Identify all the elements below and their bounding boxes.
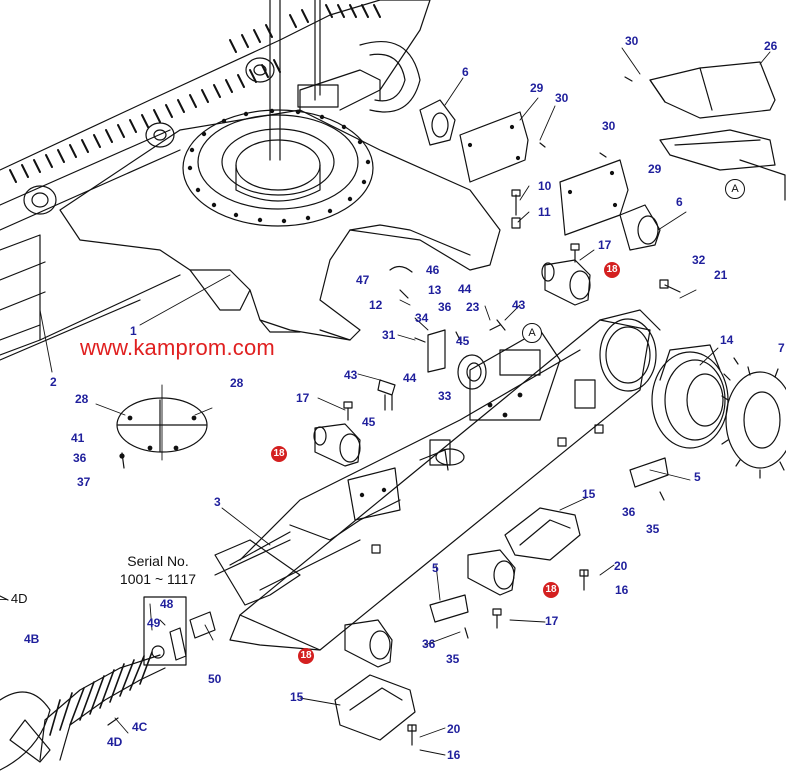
recoil-spring-assembly	[0, 596, 216, 771]
continuation-label: – 4D	[0, 591, 28, 606]
callout-31: 31	[382, 328, 396, 342]
sprocket-7	[721, 357, 786, 479]
final-drive-14	[651, 344, 729, 449]
carrier-roller-right	[541, 259, 591, 306]
callout-10: 10	[538, 179, 552, 193]
part-badge-18-left: 18	[271, 446, 287, 462]
callout-43-left: 43	[344, 368, 358, 382]
track-roller-lower	[467, 549, 516, 596]
cover-29-upper	[459, 111, 546, 183]
callout-37: 37	[77, 475, 91, 489]
callout-4b: 4B	[24, 632, 40, 646]
callout-1: 1	[130, 324, 137, 338]
callout-45-left: 45	[362, 415, 376, 429]
callout-17-upper: 17	[598, 238, 612, 252]
callout-43-upper: 43	[512, 298, 526, 312]
callout-20-upper: 20	[614, 559, 628, 573]
track-frame	[214, 309, 661, 651]
callout-32: 32	[692, 253, 706, 267]
callout-5-right: 5	[694, 470, 701, 484]
callout-7: 7	[778, 341, 785, 355]
bolts	[343, 189, 681, 746]
callout-20-lower: 20	[447, 722, 461, 736]
guard-15-upper	[504, 507, 581, 561]
callout-6-right: 6	[676, 195, 683, 209]
serial-note: Serial No. 1001 ~ 1117	[106, 552, 210, 588]
callout-15-upper: 15	[582, 487, 596, 501]
watermark: www.kamprom.com	[80, 335, 275, 360]
serial-label: Serial No.	[127, 553, 189, 569]
travel-motor-6-right	[619, 204, 661, 251]
callout-44-upper: 44	[458, 282, 472, 296]
callout-23: 23	[466, 300, 480, 314]
callout-34: 34	[415, 311, 429, 325]
continuation-ref: 4D	[10, 591, 28, 606]
callout-50: 50	[208, 672, 222, 686]
callout-26: 26	[764, 39, 778, 53]
callout-28-left: 28	[75, 392, 89, 406]
callout-14: 14	[720, 333, 734, 347]
callout-21: 21	[714, 268, 728, 282]
cover-26	[624, 61, 786, 201]
section-ref-a-lower: A	[522, 323, 542, 343]
callout-46: 46	[426, 263, 440, 277]
continuation-tick	[0, 595, 9, 601]
carrier-roller-left	[313, 423, 361, 467]
callout-11: 11	[538, 205, 551, 219]
callout-30-top: 30	[625, 34, 639, 48]
callout-35-right: 35	[646, 522, 660, 536]
callout-36-lower: 36	[422, 637, 436, 651]
part-badge-18-upper: 18	[604, 262, 620, 278]
callout-47: 47	[356, 273, 370, 287]
callout-29-right: 29	[648, 162, 662, 176]
guard-15-lower	[334, 674, 416, 741]
callout-6-upper: 6	[462, 65, 469, 79]
callout-13: 13	[428, 283, 442, 297]
callout-36-left: 36	[73, 451, 87, 465]
guard-5-right	[629, 457, 669, 488]
callout-29-upper: 29	[530, 81, 544, 95]
left-track-assembly	[0, 0, 431, 361]
serial-range: 1001 ~ 1117	[119, 571, 197, 587]
callout-15-lower: 15	[290, 690, 304, 704]
callout-36-right: 36	[622, 505, 636, 519]
callout-41: 41	[71, 431, 85, 445]
callout-33: 33	[438, 389, 452, 403]
callout-2: 2	[50, 375, 57, 389]
callout-3: 3	[214, 495, 221, 509]
main-frame	[59, 0, 501, 341]
roller-33	[457, 354, 487, 390]
part-badge-18-bottom: 18	[298, 648, 314, 664]
callout-4c: 4C	[132, 720, 148, 734]
callout-30-right: 30	[602, 119, 616, 133]
guard-5-lower	[429, 594, 469, 623]
cover-28	[116, 397, 208, 469]
callout-45-upper: 45	[456, 334, 470, 348]
callout-49: 49	[147, 616, 161, 630]
callout-17-left: 17	[296, 391, 310, 405]
section-ref-a-upper: A	[725, 179, 745, 199]
callout-12: 12	[369, 298, 383, 312]
callout-36-upper: 36	[438, 300, 452, 314]
callout-44-left: 44	[403, 371, 417, 385]
leader-lines	[39, 47, 771, 756]
callout-17-lower: 17	[545, 614, 559, 628]
callout-35-lower: 35	[446, 652, 460, 666]
callout-48: 48	[160, 597, 174, 611]
part-badge-18-lower: 18	[543, 582, 559, 598]
callout-30-mid: 30	[555, 91, 569, 105]
callout-16-lower: 16	[447, 748, 461, 762]
cover-29-right	[559, 152, 629, 236]
callout-4d: 4D	[107, 735, 123, 749]
callout-16-upper: 16	[615, 583, 629, 597]
callout-28-right: 28	[230, 376, 244, 390]
callout-5-lower: 5	[432, 561, 439, 575]
track-roller-bottom	[344, 619, 393, 668]
travel-motor-6-upper	[419, 99, 456, 146]
